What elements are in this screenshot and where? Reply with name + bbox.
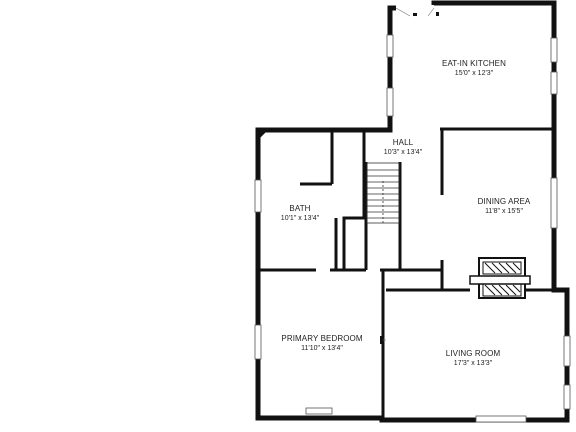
interior-walls (258, 127, 554, 420)
wall-corner (258, 128, 270, 140)
room-label-dining-area: DINING AREA 11'8" x 15'5" (459, 197, 549, 215)
room-dimensions: 10'3" x 13'4" (383, 149, 423, 156)
fireplace (469, 257, 531, 299)
windows (254, 34, 571, 423)
room-label-eat-in-kitchen: EAT-IN KITCHEN 15'0" x 12'3" (424, 59, 524, 77)
room-name: HALL (392, 138, 414, 147)
room-name: DINING AREA (477, 197, 531, 206)
room-dimensions: 17'3" x 13'3" (453, 360, 493, 367)
doorways (396, 5, 445, 260)
room-label-hall: HALL 10'3" x 13'4" (363, 138, 443, 156)
room-label-primary-bedroom: PRIMARY BEDROOM 11'10" x 13'4" (267, 334, 377, 352)
wall-ticks (380, 12, 439, 344)
room-name: LIVING ROOM (445, 349, 501, 358)
room-name: BATH (289, 204, 311, 213)
staircase (366, 162, 400, 224)
room-dimensions: 11'10" x 13'4" (301, 345, 343, 352)
room-dimensions: 11'8" x 15'5" (485, 208, 523, 215)
room-name: PRIMARY BEDROOM (281, 334, 363, 343)
room-dimensions: 10'1" x 13'4" (280, 215, 320, 222)
room-name: EAT-IN KITCHEN (442, 59, 506, 68)
room-label-living-room: LIVING ROOM 17'3" x 13'3" (428, 349, 518, 367)
room-dimensions: 15'0" x 12'3" (454, 70, 494, 77)
room-label-bath: BATH 10'1" x 13'4" (262, 204, 338, 222)
